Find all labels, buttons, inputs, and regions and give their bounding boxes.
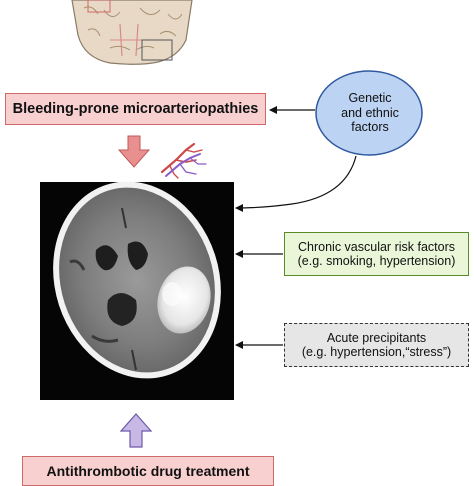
genetic-to-ct-arrow	[235, 155, 357, 212]
genetic-label-line2: and ethnic	[341, 105, 399, 120]
acute-label-line1: Acute precipitants	[326, 330, 427, 345]
acute-precipitants-box: Acute precipitants (e.g. hypertension,“s…	[284, 323, 469, 367]
branching-vessels-icon	[160, 142, 207, 179]
bleeding-prone-box: Bleeding-prone microarteriopathies	[5, 93, 266, 125]
bleeding-prone-label: Bleeding-prone microarteriopathies	[12, 100, 259, 117]
genetic-label-line1: Genetic	[348, 91, 392, 106]
chronic-label-line1: Chronic vascular risk factors	[298, 239, 455, 254]
antithrombotic-treatment-box: Antithrombotic drug treatment	[22, 456, 274, 486]
chronic-risk-factors-box: Chronic vascular risk factors (e.g. smok…	[284, 232, 469, 276]
genetic-factors-label: Genetic and ethnic factors	[322, 78, 418, 148]
down-block-arrow	[117, 135, 151, 168]
acute-label-line2: (e.g. hypertension,“stress”)	[301, 345, 452, 359]
up-block-arrow	[119, 413, 153, 448]
genetic-factors-ellipse	[315, 70, 423, 156]
diagram-canvas	[40, 0, 423, 448]
chronic-label-line2: (e.g. smoking, hypertension)	[297, 254, 456, 268]
genetic-label-line3: factors	[351, 120, 389, 135]
brain-section-icon	[71, 0, 193, 65]
ct-scan-hemorrhage-image	[40, 181, 234, 400]
antithrombotic-label: Antithrombotic drug treatment	[46, 463, 250, 479]
